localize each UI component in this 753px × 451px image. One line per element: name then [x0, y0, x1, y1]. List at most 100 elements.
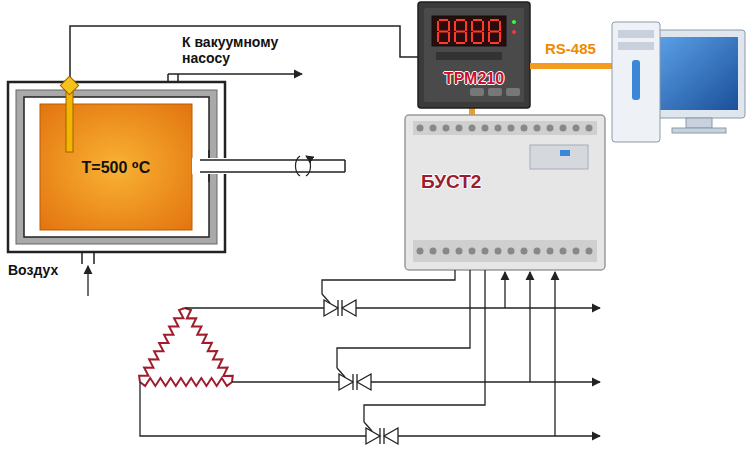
terminal-screw	[560, 125, 567, 132]
led-segment	[490, 31, 499, 33]
led-display	[432, 16, 506, 46]
triac-diode	[366, 428, 380, 444]
phase-line	[185, 307, 600, 308]
node-text: БУСТ2	[421, 171, 481, 193]
terminal-screw	[417, 125, 424, 132]
terminal-screw	[573, 248, 580, 255]
gate-wire	[322, 270, 455, 294]
triac-lead	[337, 381, 373, 382]
led-segment	[499, 32, 501, 42]
gate-wire	[337, 270, 470, 368]
led-segment	[473, 42, 482, 44]
triac-gate	[364, 422, 372, 431]
led-segment	[499, 21, 501, 31]
sense-wire	[504, 272, 505, 308]
led-segment	[439, 31, 448, 33]
triac-symbol	[364, 422, 400, 446]
led-segment	[482, 21, 484, 31]
led-segment	[471, 21, 473, 31]
terminal-screw	[469, 248, 476, 255]
triac-lead	[322, 307, 358, 308]
phase-line	[232, 381, 600, 382]
triac-diode	[357, 374, 371, 390]
terminal-screw	[495, 248, 502, 255]
terminal-screw	[534, 125, 541, 132]
triac-diode	[384, 428, 398, 444]
terminal-screw	[495, 125, 502, 132]
terminal-screw	[586, 125, 593, 132]
shaft	[200, 160, 345, 172]
chamber-insulation	[16, 90, 217, 244]
terminal-screw	[430, 248, 437, 255]
triac-diode	[339, 374, 353, 390]
led-segment	[437, 32, 439, 42]
led-segment	[439, 42, 448, 44]
second-display	[436, 52, 502, 60]
led-segment	[471, 32, 473, 42]
led-segment	[465, 21, 467, 31]
indicator-led	[512, 30, 516, 34]
terminal-screw	[456, 248, 463, 255]
led-segment	[465, 32, 467, 42]
led-segment	[454, 32, 456, 42]
interface-label: RS-485	[545, 40, 596, 57]
controller-case	[418, 2, 530, 108]
connector	[469, 108, 475, 115]
pc-tower	[612, 22, 660, 142]
terminal-strip	[413, 121, 597, 135]
trm210-device	[418, 2, 530, 108]
heater-resistor	[139, 308, 185, 382]
heated-zone	[40, 104, 192, 230]
terminal-screw	[508, 248, 515, 255]
led-segment	[448, 32, 450, 42]
led-segment	[439, 19, 448, 21]
led-segment	[437, 21, 439, 31]
terminal-screw	[586, 248, 593, 255]
bust2-device	[405, 115, 605, 270]
terminal-screw	[560, 248, 567, 255]
terminal-screw	[443, 248, 450, 255]
switch-unit-box: БУСТ2	[405, 115, 605, 270]
computer	[612, 22, 745, 142]
chamber-inner-wall	[24, 97, 209, 237]
led-segment	[448, 21, 450, 31]
thermocouple-probe	[66, 88, 73, 152]
terminals	[417, 125, 593, 255]
terminal-strip	[413, 240, 597, 262]
node-text: ТРМ210	[444, 70, 504, 88]
pump-label: К вакуумному насосу	[182, 34, 312, 66]
thermocouple-head	[60, 76, 78, 94]
monitor-screen	[658, 37, 738, 110]
triac-symbol	[322, 294, 358, 318]
heater-resistor	[140, 378, 232, 386]
terminal-screw	[521, 125, 528, 132]
node-text: T=500 ⁰C	[82, 158, 151, 177]
monitor-stand	[686, 118, 712, 128]
led-segment	[488, 21, 490, 31]
terminal-screw	[547, 125, 554, 132]
led-segment	[456, 42, 465, 44]
terminal-screw	[573, 125, 580, 132]
controller-box: ТРМ210	[418, 2, 530, 108]
sense-wire	[554, 272, 555, 436]
led-segment	[488, 32, 490, 42]
chamber-zone: T=500 ⁰C	[40, 104, 192, 230]
button	[470, 88, 484, 96]
power-circuit	[139, 270, 600, 446]
air-port	[82, 252, 94, 264]
drive-bay	[618, 30, 654, 38]
led-segment	[490, 19, 499, 21]
terminal-screw	[469, 125, 476, 132]
button	[488, 88, 502, 96]
vacuum-port	[168, 74, 178, 82]
controller-face	[424, 8, 524, 102]
terminal-screw	[547, 248, 554, 255]
triac-symbol	[337, 368, 373, 392]
terminal-screw	[521, 248, 528, 255]
terminal-screw	[443, 125, 450, 132]
triac-diode	[324, 300, 338, 316]
led-segment	[473, 31, 482, 33]
led-segment	[490, 42, 499, 44]
